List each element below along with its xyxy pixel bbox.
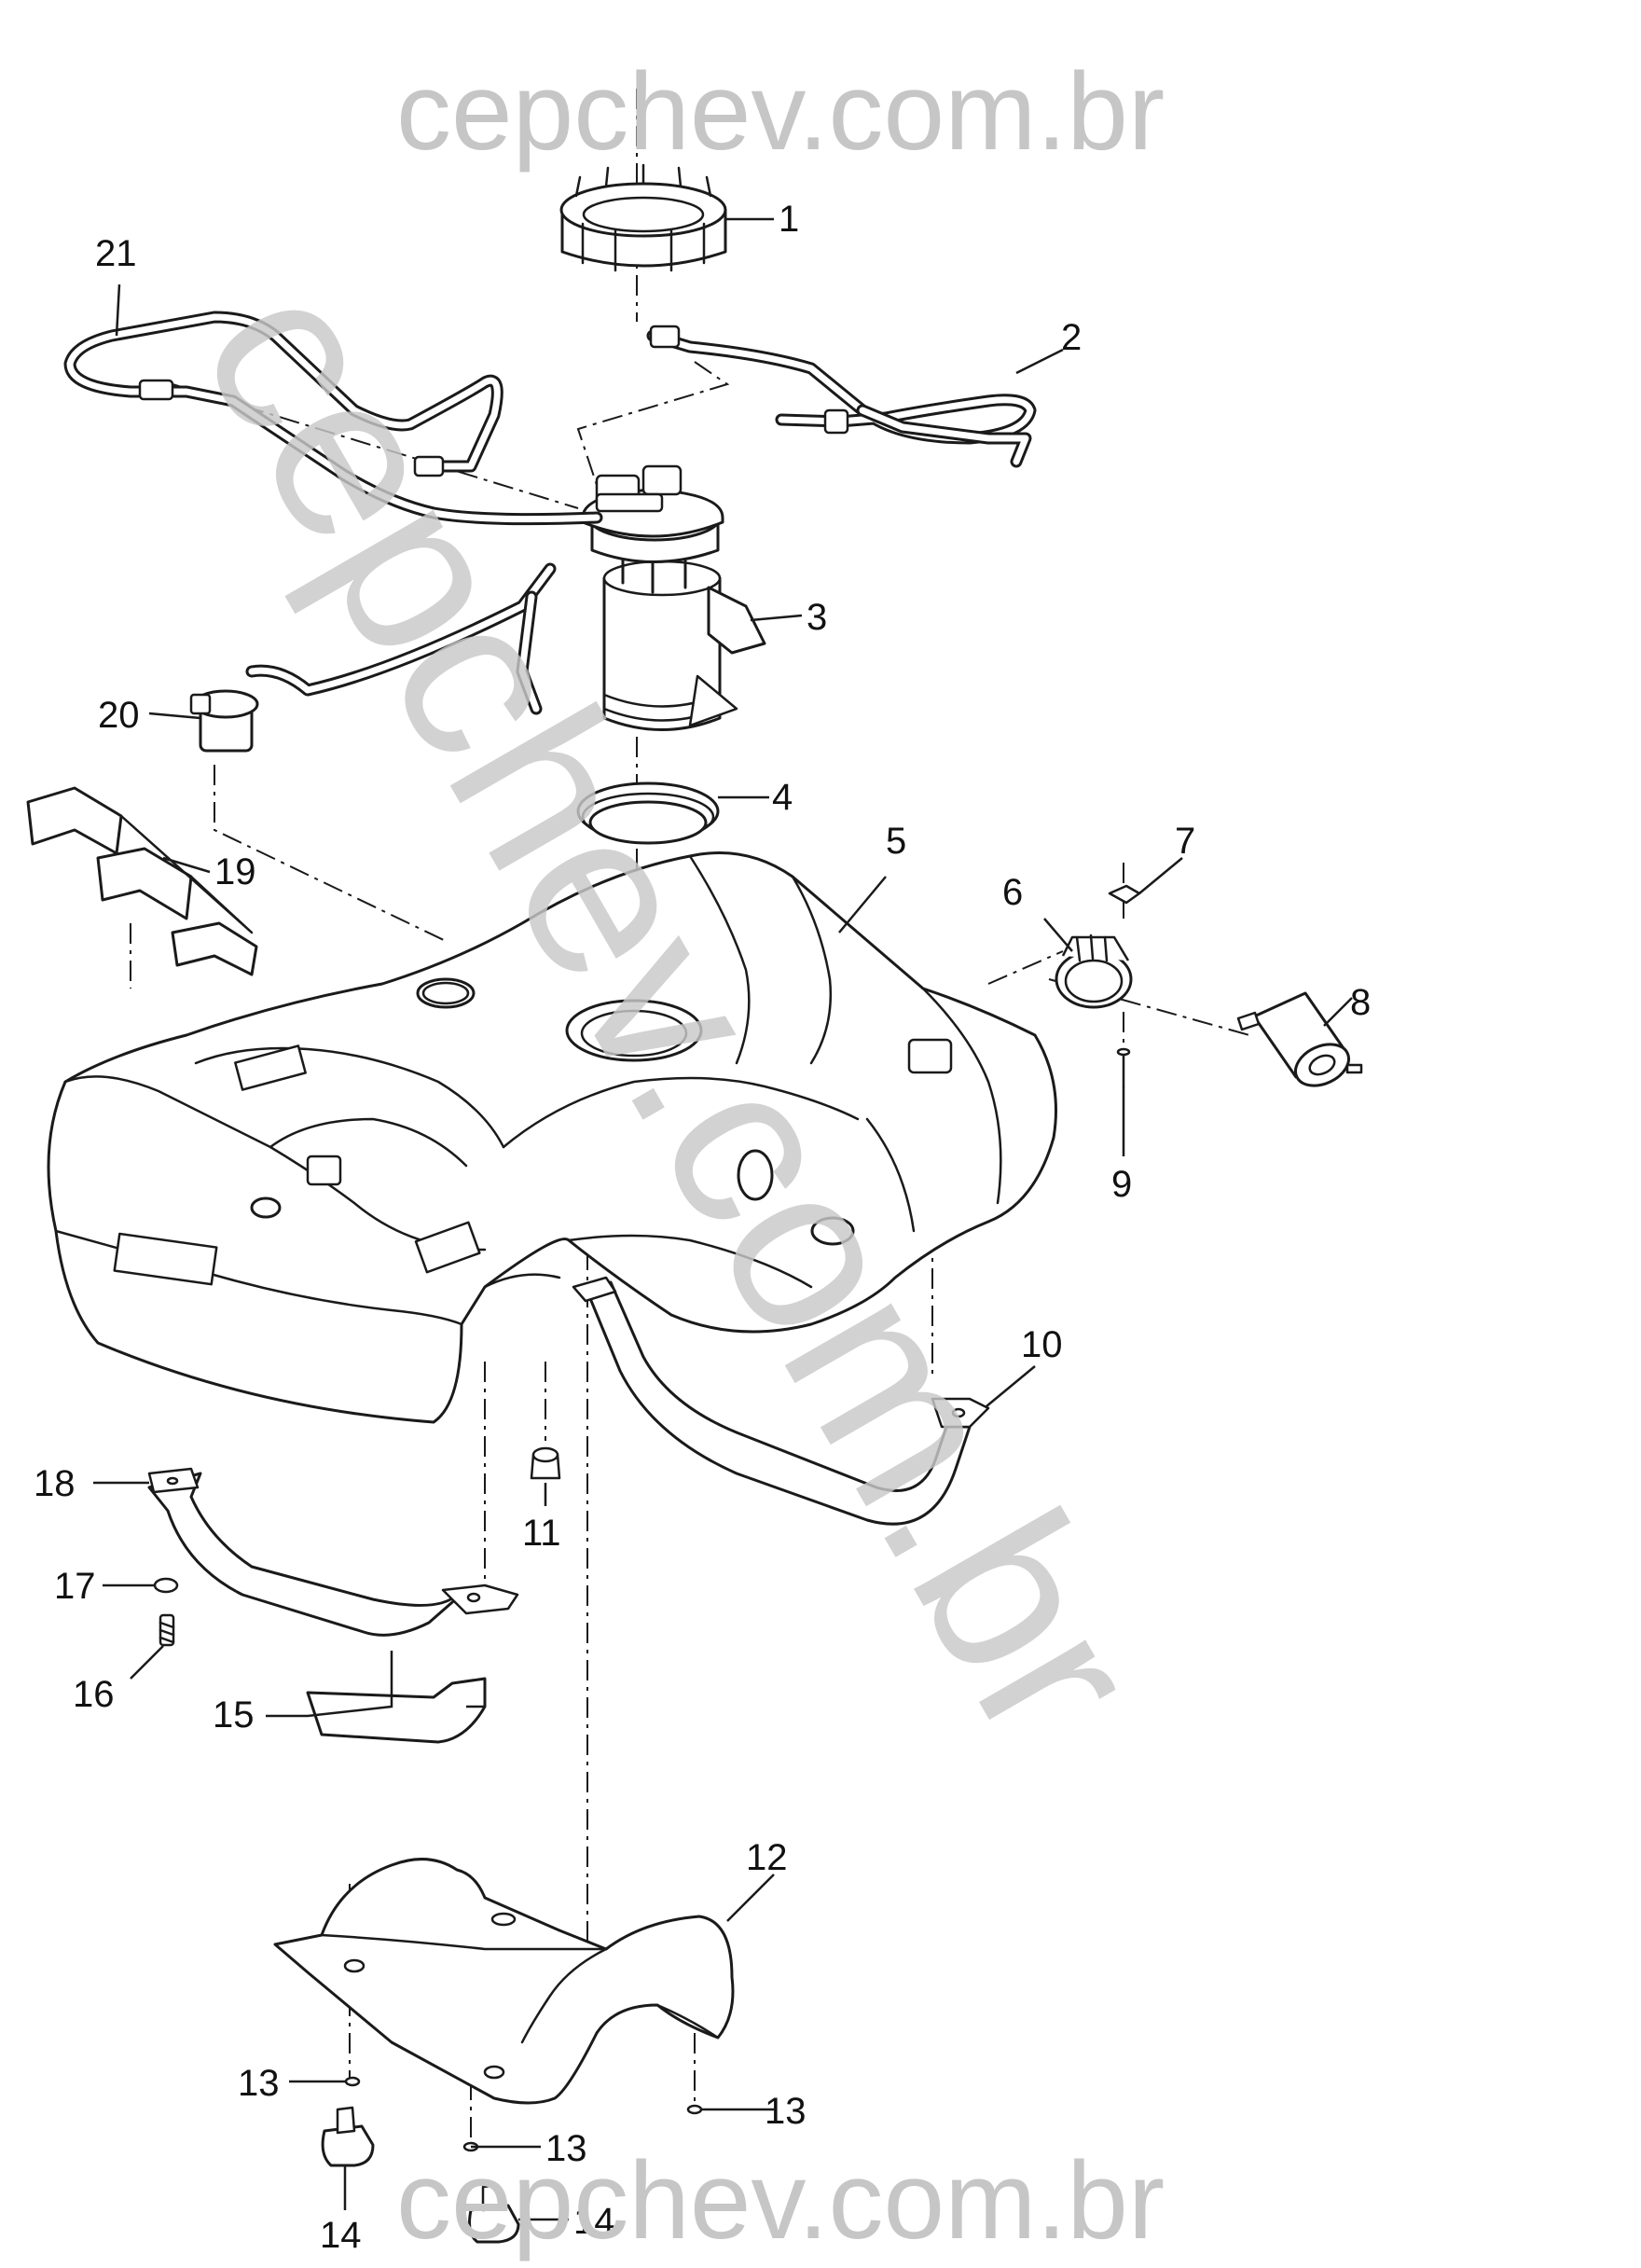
callout-16: 16 bbox=[73, 1674, 115, 1715]
clip-b bbox=[468, 2204, 520, 2244]
callout-4: 4 bbox=[772, 777, 793, 818]
callout-20: 20 bbox=[98, 695, 140, 736]
callout-2: 2 bbox=[1061, 317, 1082, 358]
callout-13-center: 13 bbox=[545, 2128, 587, 2169]
lock-ring bbox=[559, 163, 727, 272]
strap-bolt bbox=[159, 1613, 175, 1647]
clamp-clip bbox=[1108, 884, 1141, 905]
strap-pad bbox=[306, 1677, 487, 1744]
underbody-shield bbox=[273, 1858, 735, 2105]
callout-13-right: 13 bbox=[765, 2091, 807, 2132]
clamp-screw bbox=[1116, 1047, 1131, 1088]
callout-14-left: 14 bbox=[320, 2215, 362, 2256]
rubber-bumper bbox=[530, 1446, 561, 1480]
fuel-pump-module bbox=[581, 464, 766, 731]
strap-nut bbox=[153, 1577, 179, 1594]
callout-9: 9 bbox=[1111, 1164, 1132, 1205]
leader-lines bbox=[93, 217, 1353, 2221]
callout-21: 21 bbox=[95, 233, 137, 274]
return-line bbox=[63, 311, 603, 526]
callout-11: 11 bbox=[522, 1513, 561, 1554]
fuel-filter bbox=[1236, 991, 1363, 1087]
fastener-c bbox=[686, 2104, 703, 2115]
callout-19: 19 bbox=[214, 851, 256, 892]
tank-strap-left bbox=[147, 1467, 519, 1637]
fuel-tank bbox=[47, 850, 1057, 1424]
fastener-a bbox=[344, 2076, 361, 2087]
callout-6: 6 bbox=[1002, 872, 1023, 913]
callout-7: 7 bbox=[1175, 821, 1195, 862]
heat-shield-strips bbox=[26, 786, 258, 976]
callout-3: 3 bbox=[807, 597, 827, 638]
shield-clips bbox=[321, 2106, 520, 2244]
callout-labels: 1 2 3 4 5 6 7 8 9 10 11 12 13 13 13 14 1… bbox=[34, 199, 1371, 2256]
callout-1: 1 bbox=[779, 199, 799, 240]
callout-18: 18 bbox=[34, 1463, 76, 1504]
fuel-feed-line bbox=[646, 325, 1037, 468]
callout-17: 17 bbox=[54, 1566, 96, 1607]
watermark-bottom: cepchev.com.br bbox=[396, 2139, 1165, 2262]
callout-14-right: 14 bbox=[573, 2201, 615, 2242]
vent-valve bbox=[189, 562, 557, 753]
callout-8: 8 bbox=[1350, 982, 1371, 1023]
clip-a bbox=[321, 2124, 375, 2167]
seal-ring bbox=[576, 781, 720, 845]
callout-15: 15 bbox=[213, 1694, 255, 1736]
callout-13-left: 13 bbox=[238, 2063, 280, 2104]
callout-10: 10 bbox=[1021, 1324, 1063, 1365]
callout-5: 5 bbox=[886, 821, 906, 862]
callout-12: 12 bbox=[746, 1837, 788, 1878]
watermark-top: cepchev.com.br bbox=[396, 50, 1165, 173]
tank-strap-right bbox=[572, 1276, 990, 1526]
